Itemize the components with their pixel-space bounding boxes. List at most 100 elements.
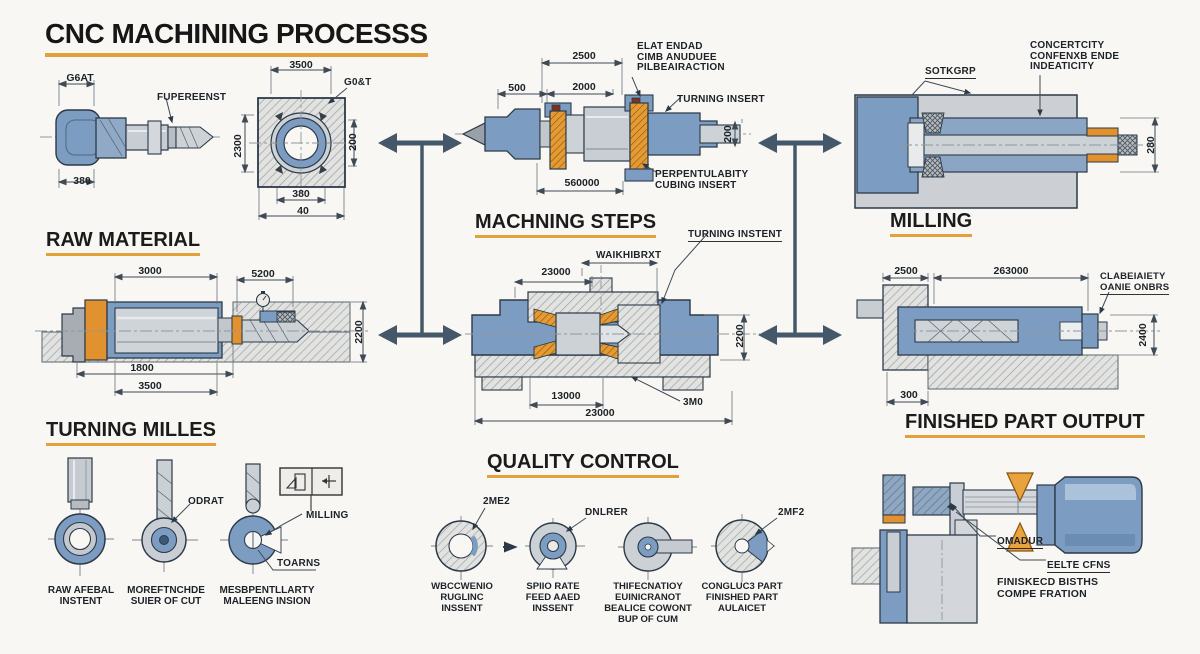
lathe-diagram [455,58,751,195]
raw-material-diagram [35,273,370,396]
toarns-leader [257,549,316,571]
chuck-dim-top: G6AT [66,72,94,84]
bearing-top [921,112,945,134]
qc2-leader [565,517,587,532]
chuck-label: FUPEREENST [157,92,227,103]
lathe-dim-c: 2000 [572,81,596,93]
chuck-diagram [40,80,220,188]
qc1-leader [472,507,486,531]
flow-connector-right [758,133,842,345]
milling-label: MILLING [306,510,349,521]
drill-bit [175,126,214,149]
odrat-label: ODRAT [188,496,224,507]
heading-raw-material: RAW MATERIAL [46,230,201,256]
arrow-right-icon [443,133,462,153]
tool-ring [231,315,243,345]
qc4-caption: CONGLUC3 PART FINISHED PART AULAICET [701,581,783,614]
raw-dim-right: 2200 [353,320,365,344]
fupereenst-leader [165,97,174,124]
raw-dim-b: 5200 [251,268,275,280]
gdt-leader [327,87,348,104]
perp-leader [641,163,657,173]
turning-insert-leader [664,96,682,112]
output-shaft [699,124,741,144]
arrow-right-icon [823,133,842,153]
qc4-leader [754,517,778,535]
square-dim-left: 2300 [232,134,244,158]
arrow-right-icon [443,325,462,345]
qc4-tag: 2MF2 [778,507,805,518]
square-label: G0&T [344,77,372,88]
milling-diagram [854,75,1159,209]
tool2-caption: MOREFTNCHDE SUIER OF CUT [127,585,205,607]
output-diagram [851,472,1143,624]
machining-steps-diagram [465,232,760,425]
dead-center [461,122,486,146]
turning-instent-leader [661,232,709,305]
qc1-tag: 2ME2 [483,496,510,507]
belte-label: EELTE CFNS [1047,560,1111,573]
holder-highlight [1065,484,1136,500]
ground-tab [851,547,881,585]
square-section-diagram [241,66,358,220]
mill-dim-right: 280 [1145,136,1157,154]
arrow-right-icon [823,325,842,345]
fin-dim-c: 300 [900,389,918,401]
base-slab [474,354,711,378]
raw-dim-c: 1800 [130,362,154,374]
qc3-caption: THIFECNATIOY EUINICRANOT BEALICE COWONT … [604,581,692,625]
lathe-note: ELAT ENDAD CIMB ANUDUEE PILBEAIRACTION [637,41,725,73]
ground-hatch [927,354,1119,390]
perpendicularity-note: PERPENTULABITY CUBING INSERT [655,169,749,191]
leader-dot [947,503,957,511]
tool3-caption: MESBPENTLLARTY MALEENG INSION [219,585,315,607]
tailstock [484,108,541,160]
lathe-dim-b: 500 [508,82,526,94]
square-dim-bottom: 380 [292,188,310,200]
heading-turning-milles: TURNING MILLES [46,420,216,446]
quality-control-diagram [431,507,778,582]
chuck-shaft [125,124,169,151]
lathe-dim-d: 560000 [564,177,600,189]
lathe-dim-e: 200 [722,125,734,143]
steps-dim-b: 13000 [551,390,581,402]
clabe-note: CLABEIAIETY OANIE ONBRS [1100,271,1170,295]
fin-dim-b: 263000 [993,265,1029,277]
sotkgrp-leader [924,80,972,95]
finished-part-diagram [856,273,1160,406]
arrow-left-icon [378,133,397,153]
heading-finished-part-output: FINISHED PART OUTPUT [905,412,1145,438]
arrow-left-icon [758,133,777,153]
fin-dim-right: 2400 [1137,323,1149,347]
tool1-caption: RAW AFEBAL INSTENT [47,585,115,607]
clamp-insert-1 [549,110,567,170]
clabe-leader [1099,291,1110,315]
mill-label: SOTKGRP [925,66,976,79]
flat-end-leader [631,76,641,98]
square-dim-right: 200 [347,133,359,151]
arrow-left-icon [758,325,777,345]
steps-dim-a: 23000 [541,266,571,278]
turning-insert-label: TURNING INSERT [677,94,765,105]
chuck-dim-bottom: 380 [73,175,91,187]
raw-dim-a: 3000 [138,265,162,277]
tool-views-diagram [48,457,343,576]
steps-label-a: TURNING INSTENT [688,229,783,242]
steps-dim-c: 23000 [585,407,615,419]
qc2-caption: SPIIO RATE FEED AAED INSSENT [525,581,581,614]
tool1-shank [67,457,93,503]
milling-leader [264,513,303,536]
concentricity-note: CONCERTCITY CONFENXB ENDE INDEATICITY [1030,40,1120,72]
end-plug [61,307,86,363]
steps-label-c: 3M0 [683,397,704,408]
belte-leader [955,511,1046,561]
orange-collar [84,299,108,361]
workpiece-cylinder [583,106,631,162]
chuck-body [55,109,101,166]
square-dim-top: 3500 [289,59,313,71]
raw-dim-d: 3500 [138,380,162,392]
steps-dim-right: 2200 [734,324,746,348]
toarns-label: TOARNS [277,558,321,569]
coupling-arrow-top [1006,472,1034,503]
omadur-label: OMADUR [997,536,1044,549]
